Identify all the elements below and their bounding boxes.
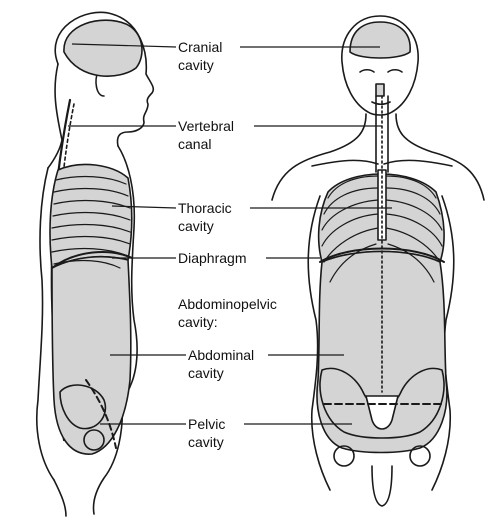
cranial-cavity-label-line2: cavity [178,56,222,74]
cranial-cavity-label: Cranial cavity [176,38,224,74]
side-thigh-back [54,480,66,516]
abdominopelvic-cavity-label: Abdominopelvic cavity: [176,295,279,331]
front-right-hip-joint [410,446,430,466]
front-right-eye [388,70,402,72]
cranial-cavity-label-line1: Cranial [178,38,222,56]
abdominopelvic-cavity-label-line1: Abdominopelvic [178,295,277,313]
vertebral-canal-label-line1: Vertebral [178,117,234,135]
thoracic-cavity-label-line1: Thoracic [178,199,232,217]
diaphragm-label-line1: Diaphragm [178,249,246,267]
abdominopelvic-cavity-label-line2: cavity: [178,313,277,331]
side-cranial-cavity [64,20,142,76]
thoracic-cavity-label: Thoracic cavity [176,199,234,235]
abdominal-cavity-label: Abdominal cavity [186,346,256,382]
abdominal-cavity-label-line1: Abdominal [188,346,254,364]
side-view-figure [37,12,154,516]
front-nose [376,84,384,96]
front-cranial-cavity [350,22,410,58]
pelvic-cavity-label-line1: Pelvic [188,415,225,433]
front-genitals [372,466,392,506]
front-view-figure [272,16,484,506]
diaphragm-label: Diaphragm [176,249,248,267]
front-left-eye [360,70,374,72]
vertebral-canal-label-line2: canal [178,135,234,153]
pelvic-cavity-label-line2: cavity [188,433,225,451]
abdominal-cavity-label-line2: cavity [188,364,254,382]
pelvic-cavity-label: Pelvic cavity [186,415,227,451]
thoracic-cavity-label-line2: cavity [178,217,232,235]
vertebral-canal-label: Vertebral canal [176,117,236,153]
